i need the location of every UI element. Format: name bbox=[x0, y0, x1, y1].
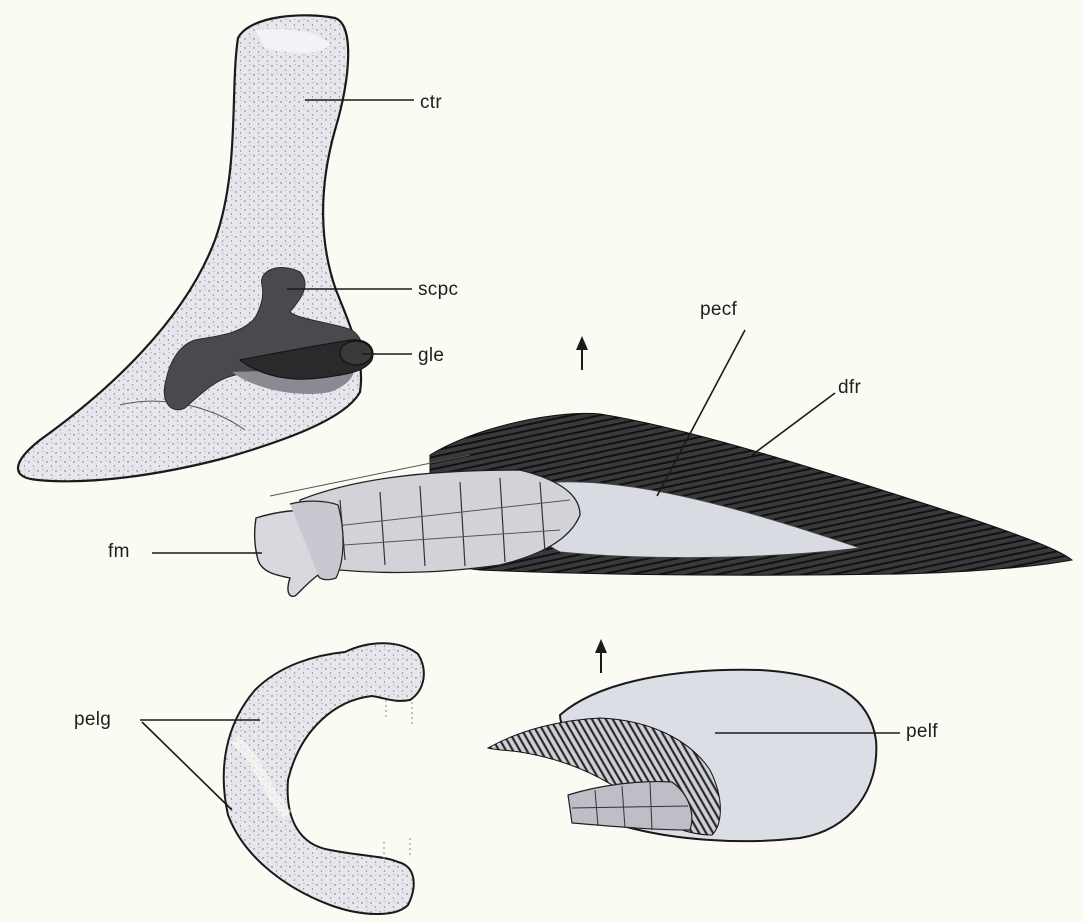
leader-dfr bbox=[752, 393, 835, 455]
pelvic-girdle bbox=[224, 643, 424, 914]
arrow-up-icon bbox=[576, 336, 588, 370]
label-ctr: ctr bbox=[420, 93, 442, 112]
pectoral-fin bbox=[255, 413, 1072, 596]
label-fm: fm bbox=[108, 542, 130, 561]
pectoral-girdle bbox=[18, 15, 361, 481]
label-pecf: pecf bbox=[700, 300, 737, 319]
label-dfr: dfr bbox=[838, 378, 861, 397]
label-pelf: pelf bbox=[906, 722, 938, 741]
label-gle: gle bbox=[418, 346, 444, 365]
label-scpc: scpc bbox=[418, 280, 458, 299]
arrow-up-icon bbox=[595, 639, 607, 673]
leader-pelg-2 bbox=[142, 722, 232, 810]
label-pelg: pelg bbox=[74, 710, 111, 729]
pelvic-fin bbox=[488, 670, 876, 841]
glenoid-head bbox=[340, 341, 372, 365]
